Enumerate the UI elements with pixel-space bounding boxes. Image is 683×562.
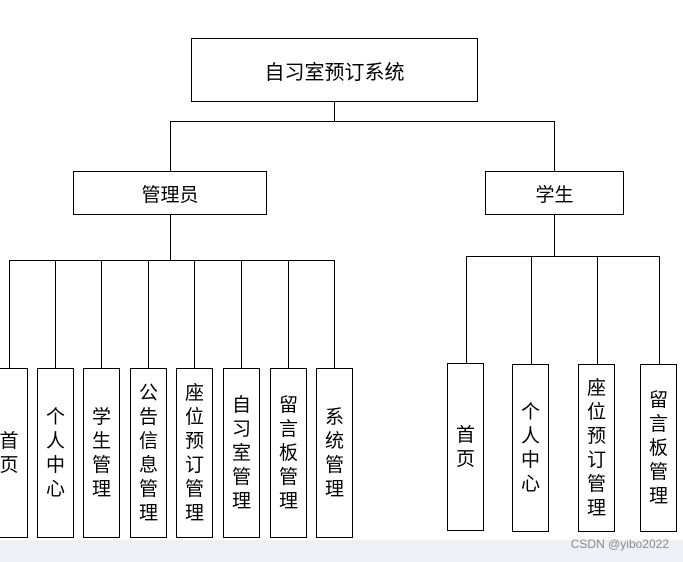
student-drop-line (659, 256, 661, 364)
admin-leaf-label: 首页 (0, 430, 19, 476)
student-leaf-profile: 个人中心 (512, 364, 549, 532)
admin-drop-line (241, 260, 243, 368)
admin-connector (170, 121, 172, 171)
watermark: CSDN @yibo2022 (570, 537, 669, 551)
admin-drop-line (55, 260, 57, 368)
admin-leaf-label: 学生管理 (91, 406, 111, 500)
student-leaf-home: 首页 (447, 363, 484, 531)
admin-leaf-label: 留言板管理 (278, 394, 298, 512)
admin-leaf-home: 首页 (0, 368, 28, 538)
admin-node: 管理员 (73, 171, 267, 215)
admin-leaf-notice-mgmt: 公告信息管理 (130, 368, 167, 538)
admin-drop-line (194, 260, 196, 368)
student-drop-line (466, 256, 468, 363)
student-node-label: 学生 (535, 183, 574, 206)
admin-leaf-label: 公告信息管理 (138, 382, 158, 524)
admin-down-connector (170, 215, 172, 260)
admin-drop-line (9, 260, 11, 368)
admin-drop-line (148, 260, 150, 368)
admin-drop-line (288, 260, 290, 368)
admin-leaf-message-board-mgmt: 留言板管理 (270, 368, 307, 538)
student-leaf-label: 座位预订管理 (586, 377, 606, 519)
student-branch-line (466, 256, 660, 258)
root-connector (334, 102, 336, 121)
admin-node-label: 管理员 (141, 183, 199, 206)
admin-leaf-label: 系统管理 (324, 406, 344, 500)
student-leaf-seat-booking-mgmt: 座位预订管理 (578, 364, 615, 532)
student-drop-line (597, 256, 599, 364)
root-node-label: 自习室预订系统 (264, 59, 405, 84)
student-connector (554, 121, 556, 171)
admin-leaf-label: 自习室管理 (231, 394, 251, 512)
admin-leaf-system-mgmt: 系统管理 (316, 368, 353, 538)
student-leaf-label: 首页 (455, 424, 475, 470)
student-node: 学生 (485, 171, 624, 215)
root-node: 自习室预订系统 (191, 38, 478, 102)
student-leaf-label: 个人中心 (520, 401, 540, 495)
admin-leaf-label: 个人中心 (45, 406, 65, 500)
root-branch-line (170, 121, 554, 123)
admin-leaf-seat-booking-mgmt: 座位预订管理 (176, 368, 213, 538)
student-down-connector (554, 215, 556, 256)
admin-drop-line (334, 260, 336, 368)
student-leaf-message-board-mgmt: 留言板管理 (640, 364, 677, 532)
student-leaf-label: 留言板管理 (648, 389, 668, 507)
admin-drop-line (101, 260, 103, 368)
admin-leaf-study-room-mgmt: 自习室管理 (223, 368, 260, 538)
student-drop-line (531, 256, 533, 364)
bottom-band (0, 540, 683, 562)
admin-leaf-label: 座位预订管理 (184, 382, 204, 524)
admin-branch-line (9, 260, 335, 262)
admin-leaf-profile: 个人中心 (37, 368, 74, 538)
admin-leaf-student-mgmt: 学生管理 (83, 368, 120, 538)
